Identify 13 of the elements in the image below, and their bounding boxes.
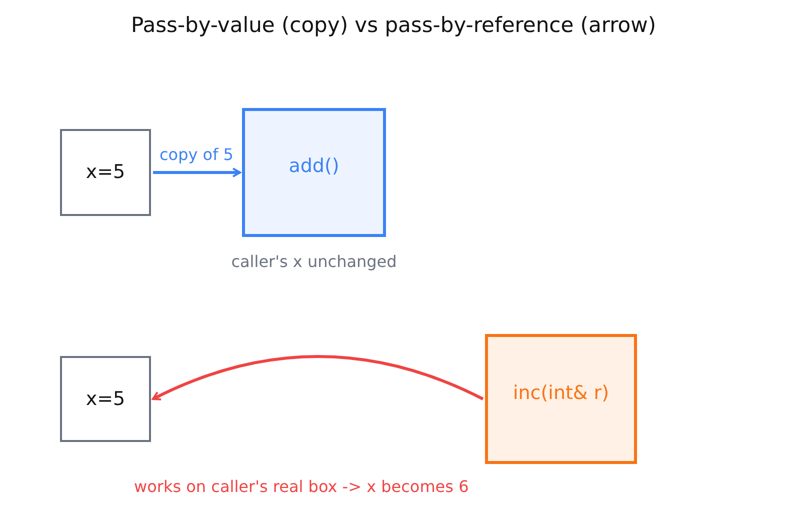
box-caption: caller's x unchanged (231, 251, 397, 273)
box-text: x=5 (86, 160, 126, 186)
note-text: works on caller's real box -> x becomes 6 (134, 476, 469, 498)
box-text: add() (288, 154, 340, 180)
box-text: x=5 (86, 386, 126, 412)
process-box (60, 356, 151, 442)
process-box (485, 334, 637, 464)
box-text: inc(int& r) (512, 380, 610, 406)
edge-label: copy of 5 (158, 144, 234, 166)
process-box (60, 129, 151, 216)
arrow (152, 355, 484, 401)
diagram-title: Pass-by-value (copy) vs pass-by-reference (arrow) (130, 12, 658, 39)
arrow (153, 168, 241, 178)
